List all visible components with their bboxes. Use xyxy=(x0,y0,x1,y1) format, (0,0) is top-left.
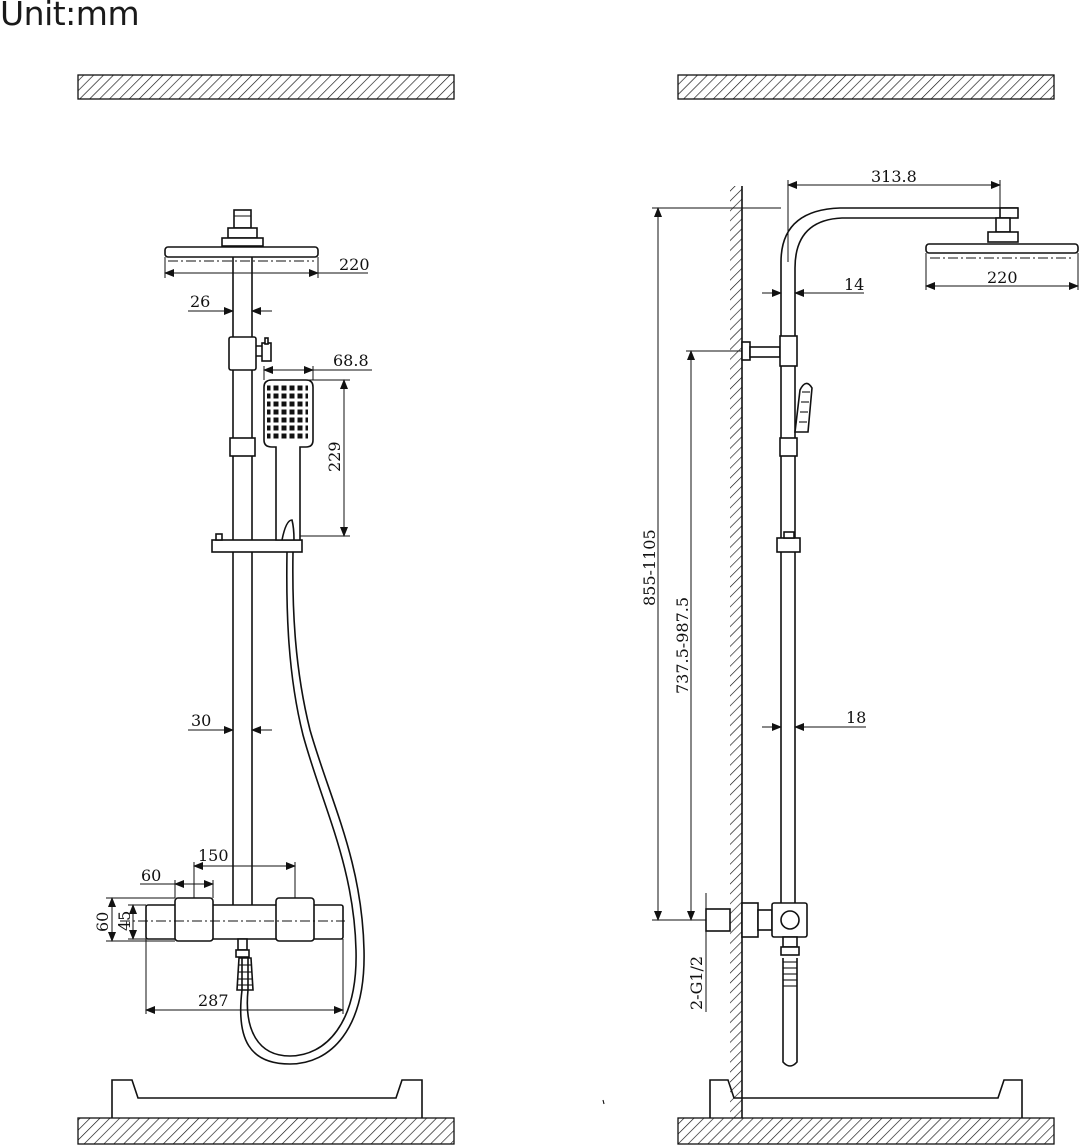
dim-side-pipe-lower: 18 xyxy=(846,708,866,727)
dim-front-handset-length: 229 xyxy=(325,441,344,472)
handset-side xyxy=(794,382,813,433)
unit-label: Unit:mm xyxy=(0,0,140,33)
floor-hatch-front xyxy=(77,1117,455,1145)
dim-front-head-width: 220 xyxy=(339,255,370,274)
dim-front-body-height: 60 xyxy=(93,912,112,932)
dim-side-head-width: 220 xyxy=(987,268,1018,287)
dim-side-inlet: 2-G1/2 xyxy=(687,956,706,1010)
handset-slider-front xyxy=(211,539,303,553)
dim-front-pipe-lower: 30 xyxy=(191,711,211,730)
shower-tray-front xyxy=(111,1079,423,1118)
front-view: 220 26 68.8 229 30 150 60 60 xyxy=(77,74,455,1145)
head-connector-front xyxy=(233,209,252,229)
dim-side-arm-reach: 313.8 xyxy=(871,167,917,186)
dim-side-bracket-height: 737.5-987.5 xyxy=(673,597,692,694)
dim-front-handset-width: 68.8 xyxy=(333,351,369,370)
hose-front xyxy=(239,551,365,1065)
dim-front-pipe-upper: 26 xyxy=(190,292,210,311)
dim-front-valve-centers: 150 xyxy=(198,846,229,865)
riser-and-arm-side xyxy=(780,207,1018,905)
dim-front-body-width: 287 xyxy=(198,991,229,1010)
left-knob-front xyxy=(174,897,214,942)
ceiling-hatch-front xyxy=(77,74,455,100)
right-knob-front xyxy=(275,897,315,942)
hose-side xyxy=(782,958,798,1067)
dim-front-body-inner-height: 45 xyxy=(115,911,134,931)
shower-tray-side xyxy=(709,1079,1023,1118)
dim-front-knob-width: 60 xyxy=(141,866,161,885)
ceiling-hatch-side xyxy=(677,74,1055,100)
side-view: 313.8 220 14 18 855-1105 737.5-987.5 2-G… xyxy=(640,74,1079,1145)
inlet-pipe-side xyxy=(705,908,731,932)
dim-side-pipe-upper: 14 xyxy=(844,275,864,294)
wall-hatch xyxy=(730,186,742,1118)
wall-bracket-side xyxy=(741,341,751,361)
handset-nozzle-grid xyxy=(267,385,308,440)
rain-head-front xyxy=(164,246,319,258)
dim-side-total-height: 855-1105 xyxy=(640,529,659,606)
pipe-clamp-front xyxy=(229,437,256,457)
floor-hatch-side xyxy=(677,1117,1055,1145)
slider-side xyxy=(776,537,801,553)
rain-head-side xyxy=(925,243,1079,254)
outlet-elbow-side xyxy=(771,902,808,938)
diverter-clamp-front xyxy=(228,336,257,371)
